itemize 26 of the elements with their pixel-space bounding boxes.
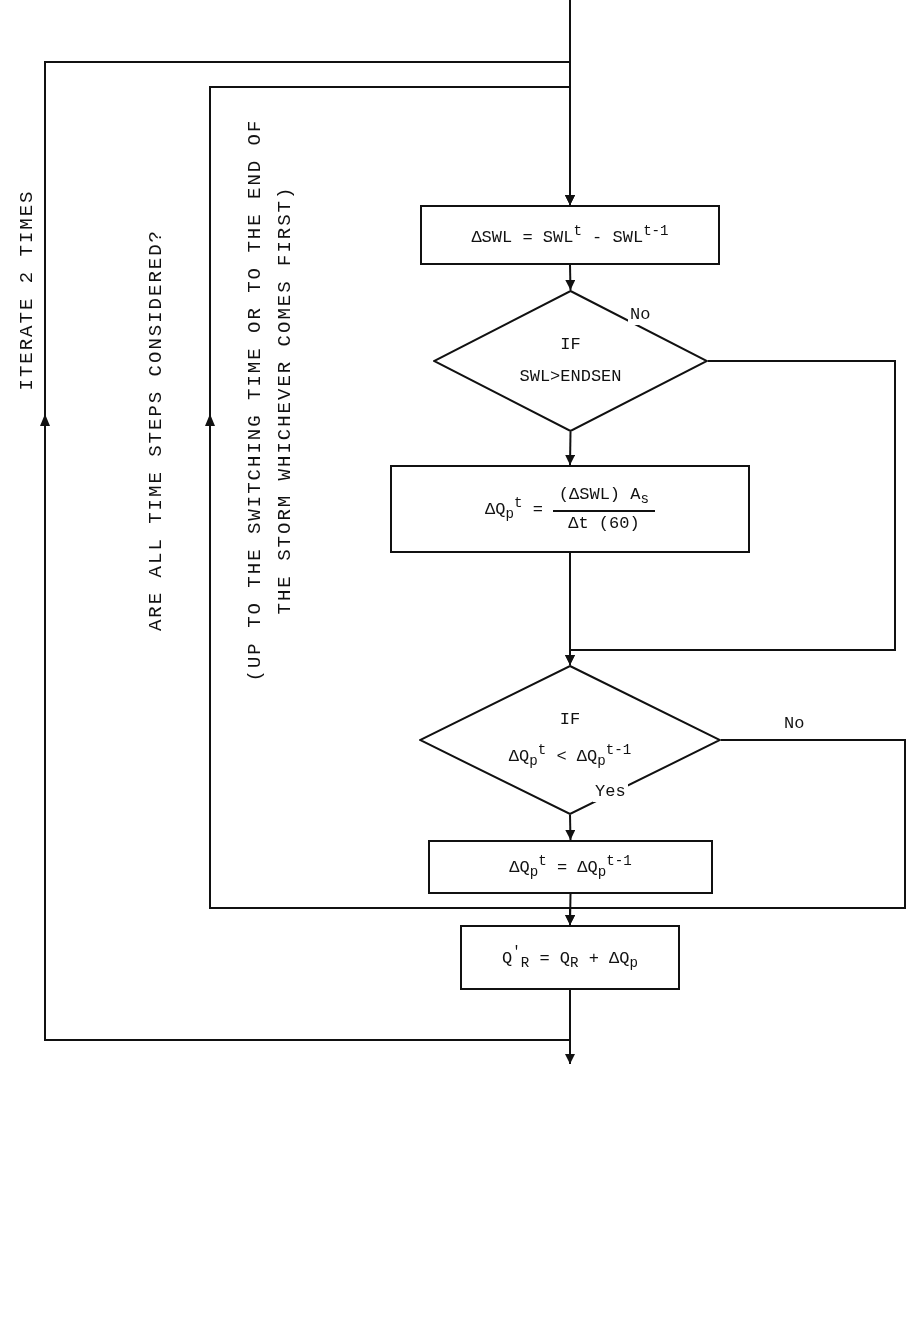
process-box <box>420 205 720 265</box>
flow-arrow <box>40 61 575 1041</box>
formula-text: ΔQ$_{p}$$^{t}$ = <box>485 494 543 524</box>
process-box <box>390 465 750 553</box>
condition-text: IF <box>560 333 581 356</box>
numerator-text: (ΔSWL) A$_{s}$ <box>552 485 655 512</box>
process-box <box>460 925 680 990</box>
flow-arrow <box>565 989 575 1065</box>
condition-text: IF <box>559 709 581 732</box>
flow-arrow <box>565 893 576 926</box>
decision-diamond <box>419 665 721 815</box>
edge-label: No <box>628 305 653 326</box>
formula-text: Q$^{'}$$_{R}$ = Q$_{R}$ + ΔQ$_{p}$ <box>502 942 638 973</box>
edge-label: ITERATE 2 TIMES <box>15 188 39 393</box>
note-text: (UP TO THE SWITCHING TIME OR TO THE END OF THE STORM WHICHEVER COMES FIRST) <box>243 117 298 684</box>
flow-arrow <box>565 814 576 841</box>
process-box <box>428 840 713 894</box>
flow-arrow <box>565 264 576 291</box>
decision-diamond <box>433 290 708 432</box>
edge-label: Yes <box>593 782 628 803</box>
formula-text: ΔSWL = SWL$^{t}$ - SWL$^{t-1}$ <box>471 221 669 249</box>
flow-arrow <box>565 552 575 666</box>
denominator-text: Δt (60) <box>568 512 640 533</box>
flow-arrow <box>565 431 576 466</box>
edge-label: ARE ALL TIME STEPS CONSIDERED? <box>144 227 168 634</box>
condition-text: SWL>ENDSEN <box>519 366 622 388</box>
